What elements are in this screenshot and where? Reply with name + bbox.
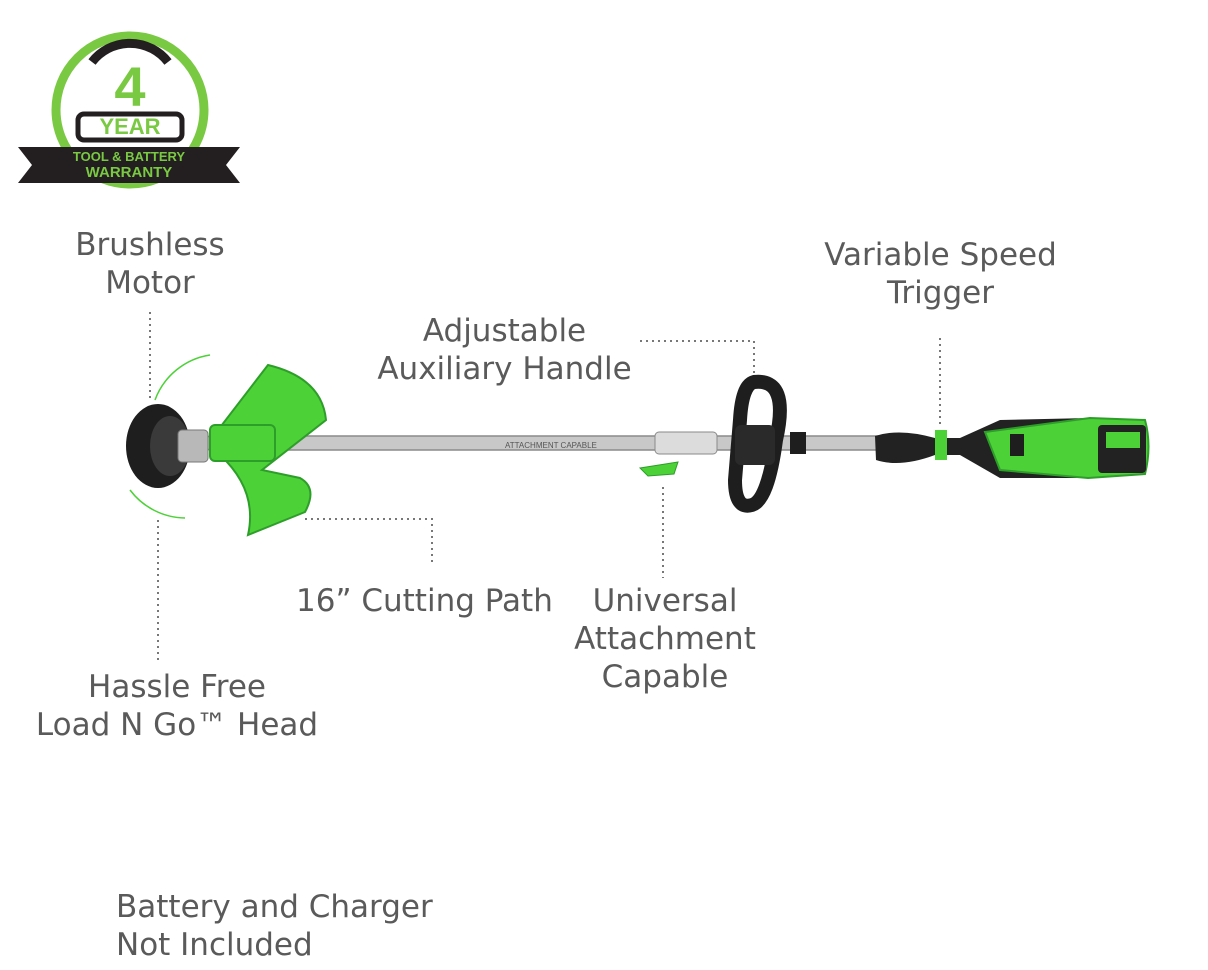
attachment-coupler: [654, 431, 718, 455]
power-button: [1010, 434, 1024, 456]
cutting-line-arc-top: [154, 354, 211, 401]
aux-handle: [727, 374, 787, 513]
head-collar: [177, 429, 209, 463]
coupler-knob: [638, 461, 679, 477]
shaft-collar: [790, 432, 806, 454]
speed-trigger: [935, 430, 947, 460]
battery-not-included-note: Battery and Charger Not Included: [116, 889, 433, 963]
guard-mount: [209, 424, 276, 462]
trimmer-spool: [150, 416, 190, 476]
callout-universal-attachment: Universal Attachment Capable: [574, 583, 756, 695]
badge-year: YEAR: [99, 114, 160, 139]
rear-handle: [875, 418, 1100, 478]
cutting-line-arc-bottom: [129, 489, 186, 519]
leader-aux-handle: [640, 340, 755, 378]
aux-handle-clamp: [735, 425, 775, 465]
badge-year-box: [75, 111, 185, 143]
warranty-badge: 4 YEAR TOOL & BATTERY WARRANTY: [18, 31, 240, 189]
shaft: [204, 435, 886, 451]
callout-brushless-motor: Brushless Motor: [75, 227, 225, 301]
callout-load-n-go-head: Hassle Free Load N Go™ Head: [35, 669, 319, 743]
leader-cutting-path: [305, 518, 433, 565]
motor-housing: [983, 416, 1150, 480]
trimmer-head: [126, 404, 190, 488]
callout-aux-handle: Adjustable Auxiliary Handle: [377, 313, 632, 387]
badge-number: 4: [114, 55, 145, 118]
debris-guard: [216, 363, 328, 537]
badge-line2: WARRANTY: [86, 164, 173, 181]
callout-cutting-path: 16” Cutting Path: [296, 583, 553, 619]
shaft-text: ATTACHMENT CAPABLE: [505, 441, 597, 450]
battery-slot: [1098, 425, 1146, 473]
badge-ring: [51, 31, 209, 189]
badge-banner: [18, 147, 240, 183]
battery-label: [1106, 432, 1140, 448]
badge-line1: TOOL & BATTERY: [73, 149, 186, 164]
badge-arc-left: [88, 38, 172, 65]
callout-speed-trigger: Variable Speed Trigger: [824, 237, 1057, 311]
